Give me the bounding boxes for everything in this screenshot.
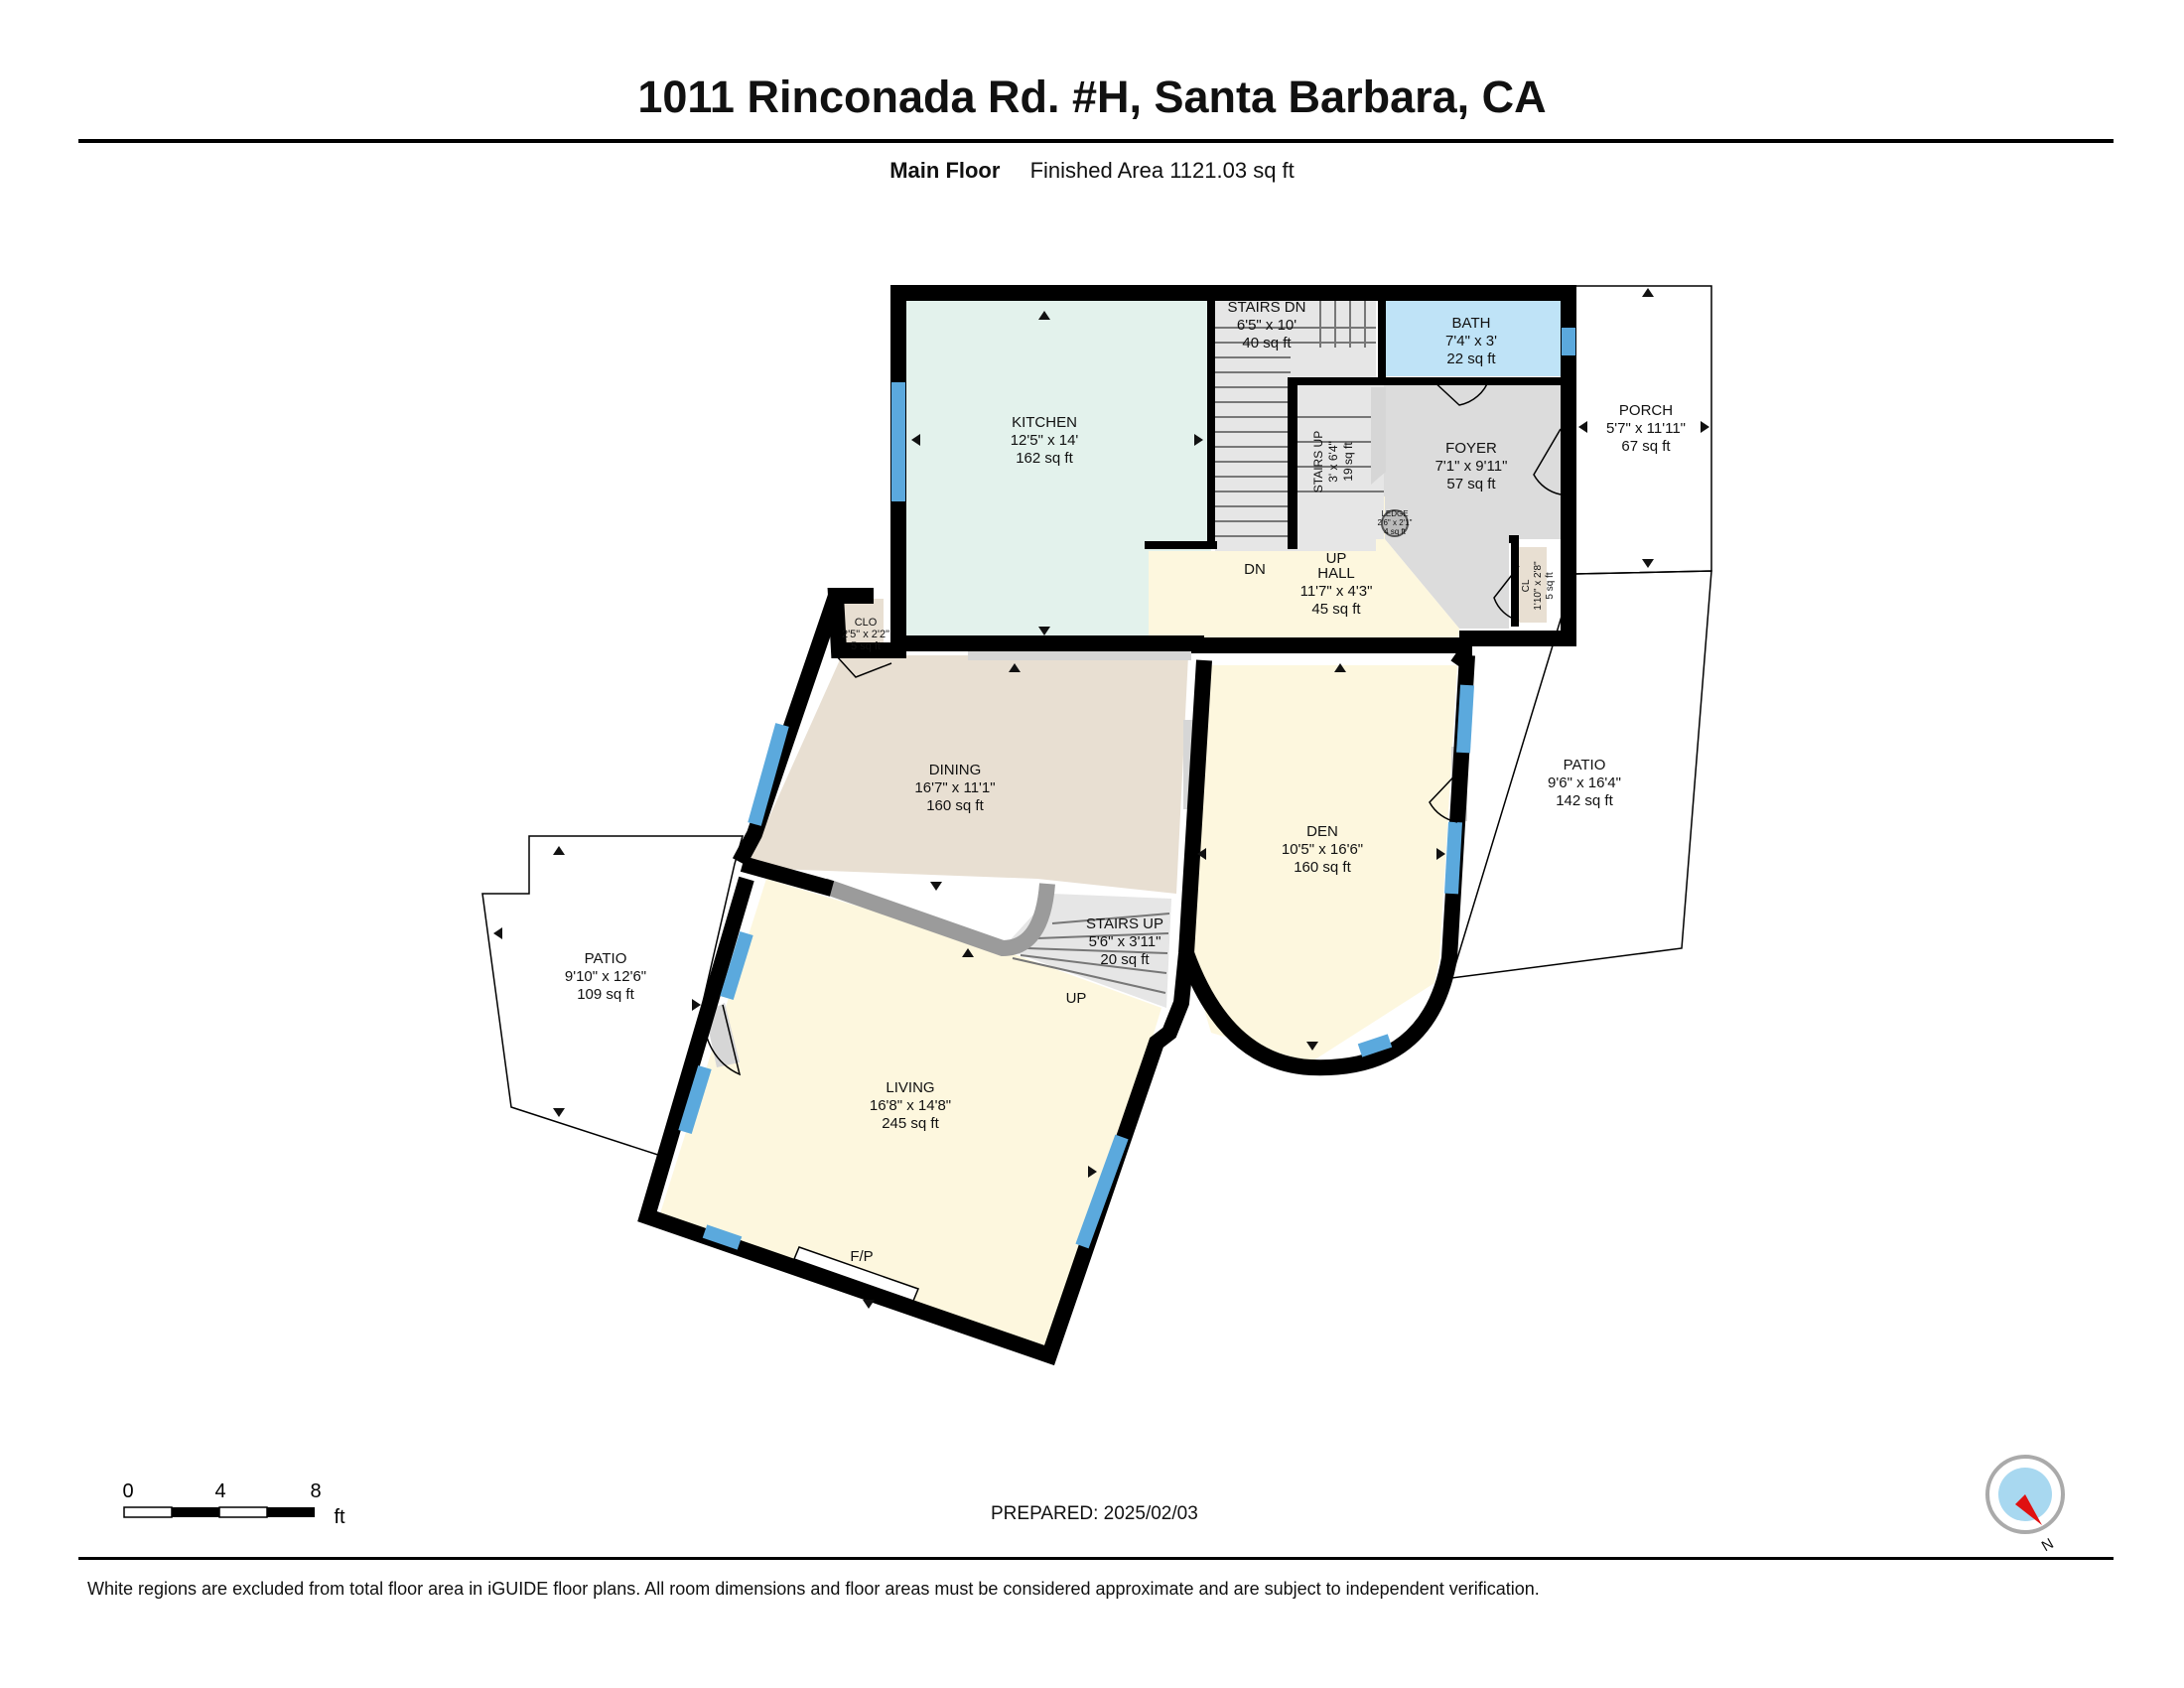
scale-bar: 0 4 8 ft — [122, 1480, 345, 1528]
dn-marker: DN — [1244, 561, 1266, 578]
up-marker-top: UP — [1326, 550, 1347, 567]
windows — [678, 328, 1575, 1250]
fireplace-label: F/P — [850, 1248, 873, 1265]
living-floor — [660, 879, 1161, 1352]
prepared-date: PREPARED: 2025/02/03 — [991, 1503, 1198, 1524]
patio-right-outline — [1449, 570, 1712, 979]
level-name: Main Floor — [889, 158, 1001, 183]
header-rule — [78, 139, 2114, 143]
footer-rule — [78, 1557, 2114, 1560]
finished-area: Finished Area 1121.03 sq ft — [1029, 158, 1295, 183]
walls — [637, 285, 1576, 1366]
fireplace — [793, 1246, 919, 1302]
den-floor — [1187, 665, 1457, 1062]
ledge-marker — [1381, 509, 1409, 537]
bath-floor — [1382, 301, 1561, 376]
scale-unit: ft — [334, 1506, 345, 1528]
dimension-arrows — [493, 288, 1709, 1309]
scale-tick-8: 8 — [310, 1480, 321, 1502]
floor-subheader: Main Floor Finished Area 1121.03 sq ft — [0, 158, 2184, 184]
up-marker-lower: UP — [1066, 990, 1087, 1007]
plan-title: 1011 Rinconada Rd. #H, Santa Barbara, CA — [637, 71, 1547, 122]
cl-floor — [1519, 547, 1547, 623]
door-swings — [703, 378, 1562, 1076]
patio-left-outline — [481, 835, 744, 1159]
scale-tick-0: 0 — [122, 1480, 133, 1502]
disclaimer: White regions are excluded from total fl… — [87, 1579, 1540, 1599]
stairs-up-small-label: STAIRS UP3' x 6'4"19 sq ft — [1311, 431, 1355, 492]
compass: N — [1985, 1455, 2065, 1555]
scale-tick-4: 4 — [214, 1480, 225, 1502]
cl-label: CL1'10" x 2'8"5 sq ft — [1521, 561, 1556, 611]
compass-north: N — [2039, 1535, 2057, 1555]
stairs-up-small-floor — [1297, 385, 1384, 539]
curved-partition — [821, 878, 1055, 957]
dining-floor — [751, 655, 1188, 894]
stairs-treads — [1012, 301, 1384, 994]
